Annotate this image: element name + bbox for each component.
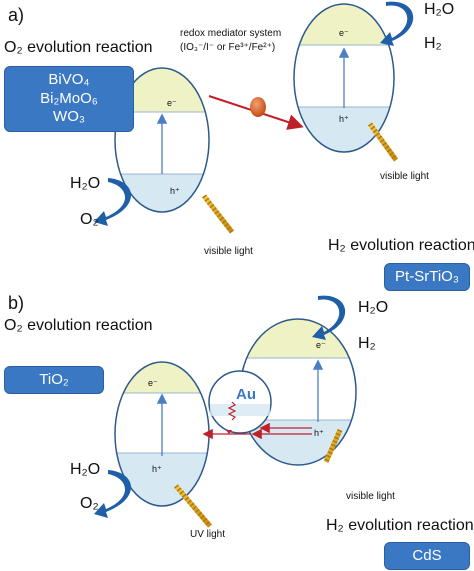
catalyst-bivo4: BiVO₄ bbox=[48, 70, 90, 88]
uv-light-beam bbox=[174, 484, 212, 528]
water-label-left: H₂O bbox=[70, 175, 101, 192]
water-reduction-arrow bbox=[312, 295, 346, 340]
hole-label: h⁺ bbox=[314, 428, 324, 438]
visible-light-label-b: visible light bbox=[346, 491, 395, 502]
o2-evolution-title: O₂ evolution reaction bbox=[4, 39, 153, 56]
visible-light-label-left: visible light bbox=[204, 246, 253, 257]
hole-label: h⁺ bbox=[152, 464, 162, 474]
catalyst-wo3: WO₃ bbox=[53, 108, 85, 126]
water-oxidation-arrow bbox=[94, 470, 132, 518]
h2-product-label-b: H₂ bbox=[358, 335, 376, 352]
au-label: Au bbox=[236, 386, 256, 403]
au-nanoparticle bbox=[208, 370, 272, 434]
electron-label: e⁻ bbox=[316, 340, 326, 350]
water-label-right-b: H₂O bbox=[358, 299, 389, 316]
h2-evolution-title: H₂ evolution reaction bbox=[328, 237, 474, 254]
visible-light-beam bbox=[323, 428, 343, 464]
mediator-line1: redox mediator system bbox=[180, 28, 282, 39]
o2-product-label-b: O₂ bbox=[80, 495, 99, 512]
uv-light-label: UV light bbox=[190, 529, 226, 540]
light-beam-right bbox=[367, 122, 399, 162]
visible-light-label-right: visible light bbox=[380, 171, 429, 182]
conduction-band bbox=[240, 319, 356, 358]
electron-label: e⁻ bbox=[148, 378, 158, 388]
light-beam-left bbox=[202, 194, 234, 234]
water-oxidation-arrow bbox=[94, 178, 132, 226]
o2-product-label: O₂ bbox=[80, 211, 99, 228]
panel-a-label: a) bbox=[8, 5, 25, 25]
water-label-right: H₂O bbox=[424, 1, 455, 18]
cds-catalyst-box: CdS bbox=[384, 542, 470, 570]
o2-evolution-title-b: O₂ evolution reaction bbox=[4, 317, 153, 334]
o2-catalyst-box: BiVO₄ Bi₂MoO₆ WO₃ bbox=[4, 66, 134, 132]
tio2-catalyst-box: TiO₂ bbox=[4, 366, 104, 394]
mediator-dot bbox=[250, 97, 266, 117]
electron-label: e⁻ bbox=[167, 98, 177, 108]
h2-evolution-title-b: H₂ evolution reaction bbox=[326, 517, 474, 534]
h2-catalyst-box: Pt-SrTiO₃ bbox=[384, 263, 470, 291]
panel-b-label: b) bbox=[8, 293, 25, 313]
catalyst-bi2moo6: Bi₂MoO₆ bbox=[40, 89, 98, 107]
water-label-left-b: H₂O bbox=[70, 461, 101, 478]
water-reduction-arrow bbox=[380, 1, 414, 46]
hole-label: h⁺ bbox=[339, 114, 349, 124]
au-wave-arrow bbox=[227, 401, 237, 421]
electron-label: e⁻ bbox=[339, 28, 349, 38]
h2-product-label: H₂ bbox=[424, 35, 442, 52]
panel-a-right-particle bbox=[293, 3, 395, 153]
mediator-line2: (IO₃⁻/I⁻ or Fe³⁺/Fe²⁺) bbox=[180, 42, 276, 53]
hole-label: h⁺ bbox=[170, 186, 180, 196]
